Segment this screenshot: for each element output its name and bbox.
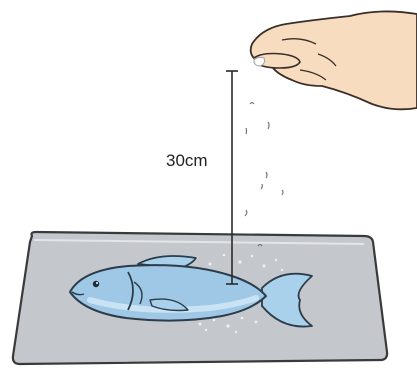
hand-sprinkling-icon (251, 11, 417, 109)
falling-salt-icon (245, 103, 283, 247)
height-label: 30cm (166, 151, 208, 170)
